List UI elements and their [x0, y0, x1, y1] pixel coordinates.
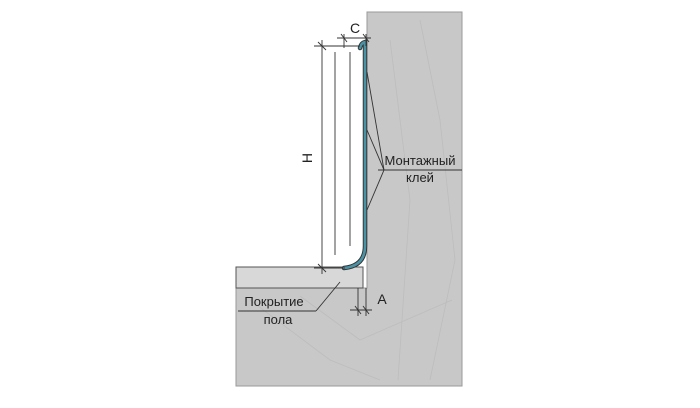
floor-leader [238, 281, 341, 312]
concrete-texture [249, 19, 456, 381]
adhesive-label-line1: Монтажный [385, 153, 456, 168]
adhesive-leaders [366, 71, 462, 211]
adhesive-label-line2: клей [406, 170, 434, 185]
dimension-h-lines [314, 40, 360, 274]
floor-label-line2: пола [264, 312, 294, 327]
dimension-h-label: H [299, 153, 315, 163]
dimension-c-lines [337, 33, 371, 48]
floor-covering [235, 266, 364, 289]
skirting-profile [341, 39, 368, 271]
concrete-wall-and-slab [235, 11, 463, 387]
dimension-c-label: C [350, 20, 360, 36]
floor-label-line1: Покрытие [244, 294, 303, 309]
dimension-a-label: A [377, 291, 387, 307]
skirting-profile-fill [342, 40, 367, 270]
dimension-a-lines [350, 288, 372, 316]
